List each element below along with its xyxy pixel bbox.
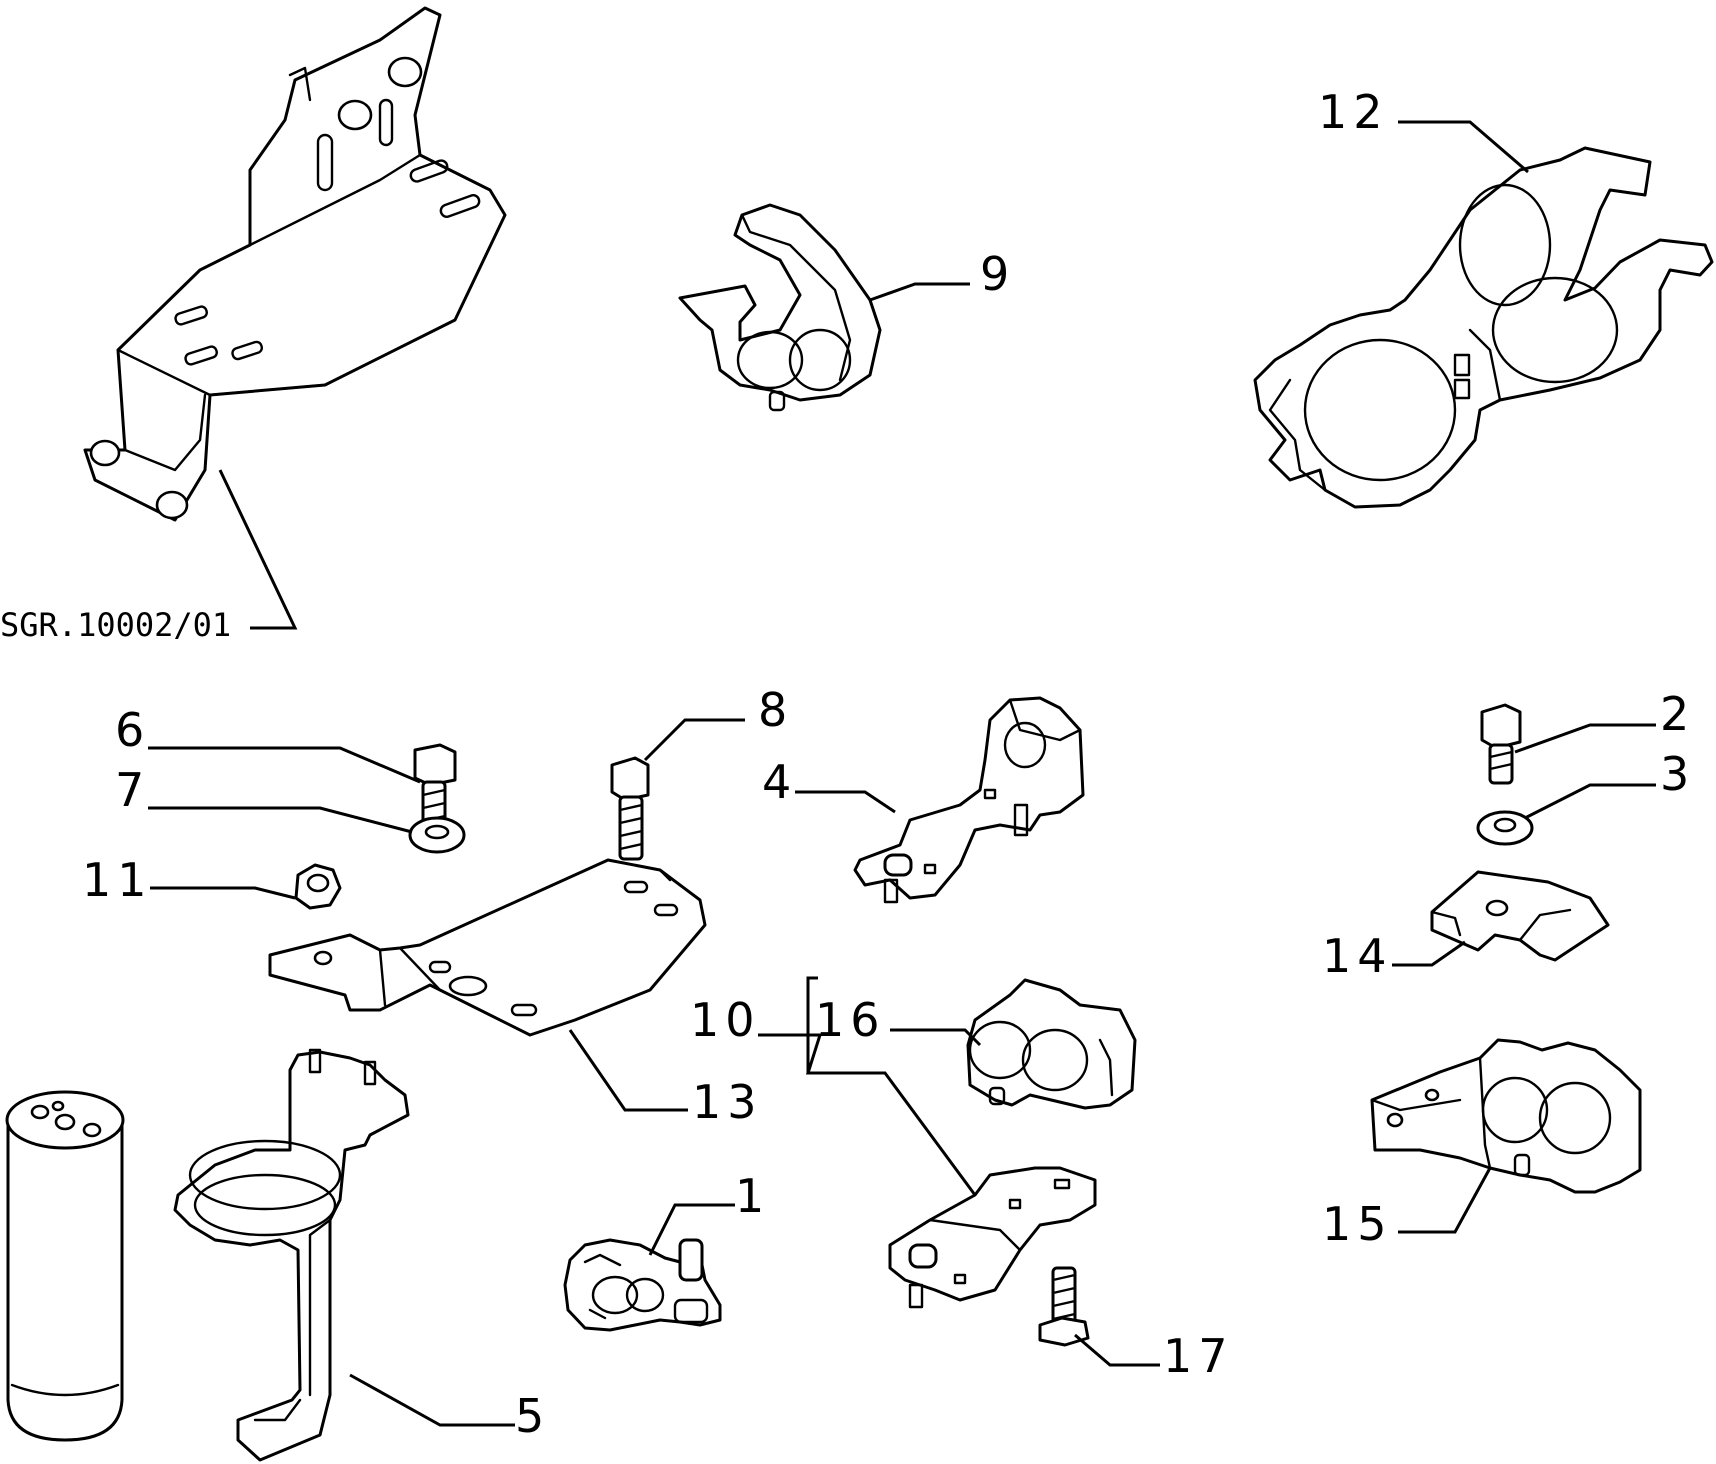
leader-6 — [148, 746, 421, 784]
leader-15 — [1398, 1167, 1492, 1234]
part-7-washer — [408, 816, 466, 854]
part-10-bracket — [888, 1166, 1097, 1309]
leader-1 — [648, 1203, 735, 1256]
part-1-valve-connector — [563, 1238, 722, 1332]
leader-13 — [568, 1029, 688, 1112]
part-5-drier-bracket — [173, 1048, 410, 1462]
reference-code: SGR.10002/01 — [0, 606, 231, 644]
part-11-flange-nut — [294, 863, 342, 910]
leader-10-group-bracket — [806, 976, 818, 1073]
callout-7: 7 — [115, 763, 150, 817]
callout-16: 16 — [815, 993, 886, 1047]
callout-9: 9 — [980, 247, 1015, 301]
leader-10-bracket — [758, 1033, 977, 1196]
leader-3 — [1524, 783, 1656, 820]
part-13-mounting-plate — [268, 858, 707, 1037]
reference-bracket — [83, 6, 507, 522]
callout-4: 4 — [762, 755, 797, 809]
part-8-bolt — [610, 756, 650, 861]
part-14-spring-plate — [1430, 870, 1610, 962]
callout-3: 3 — [1660, 747, 1695, 801]
leader-8 — [643, 718, 745, 762]
callout-2: 2 — [1660, 687, 1695, 741]
callout-17: 17 — [1163, 1329, 1234, 1383]
leader-14 — [1392, 940, 1466, 967]
callout-15: 15 — [1322, 1197, 1393, 1251]
leader-2 — [1514, 723, 1656, 754]
leader-16 — [890, 1028, 982, 1047]
reference-leader — [218, 469, 298, 630]
part-3-washer — [1476, 810, 1534, 846]
part-2-bolt — [1480, 703, 1522, 785]
leader-17 — [1074, 1333, 1160, 1367]
callout-10: 10 — [690, 993, 761, 1047]
callout-6: 6 — [115, 703, 150, 757]
part-12-double-clip — [1253, 146, 1714, 509]
part-15-bracket-double-clip — [1370, 1038, 1642, 1194]
leader-12 — [1398, 120, 1529, 174]
callout-1: 1 — [735, 1169, 770, 1223]
leader-5 — [349, 1373, 515, 1427]
part-4-bracket-clip — [853, 696, 1085, 904]
leader-4 — [795, 790, 896, 814]
leader-11 — [150, 886, 296, 900]
callout-13: 13 — [692, 1075, 763, 1129]
leader-9 — [869, 282, 970, 302]
callout-8: 8 — [758, 683, 793, 737]
callout-12: 12 — [1318, 85, 1389, 139]
receiver-drier-canister — [5, 1090, 125, 1442]
part-16-double-clip — [966, 978, 1137, 1110]
callout-14: 14 — [1322, 929, 1393, 983]
callout-5: 5 — [515, 1389, 550, 1443]
part-17-bolt — [1038, 1266, 1090, 1347]
callout-11: 11 — [82, 853, 153, 907]
leader-7 — [148, 806, 413, 834]
part-9-pipe-clip — [678, 203, 882, 412]
